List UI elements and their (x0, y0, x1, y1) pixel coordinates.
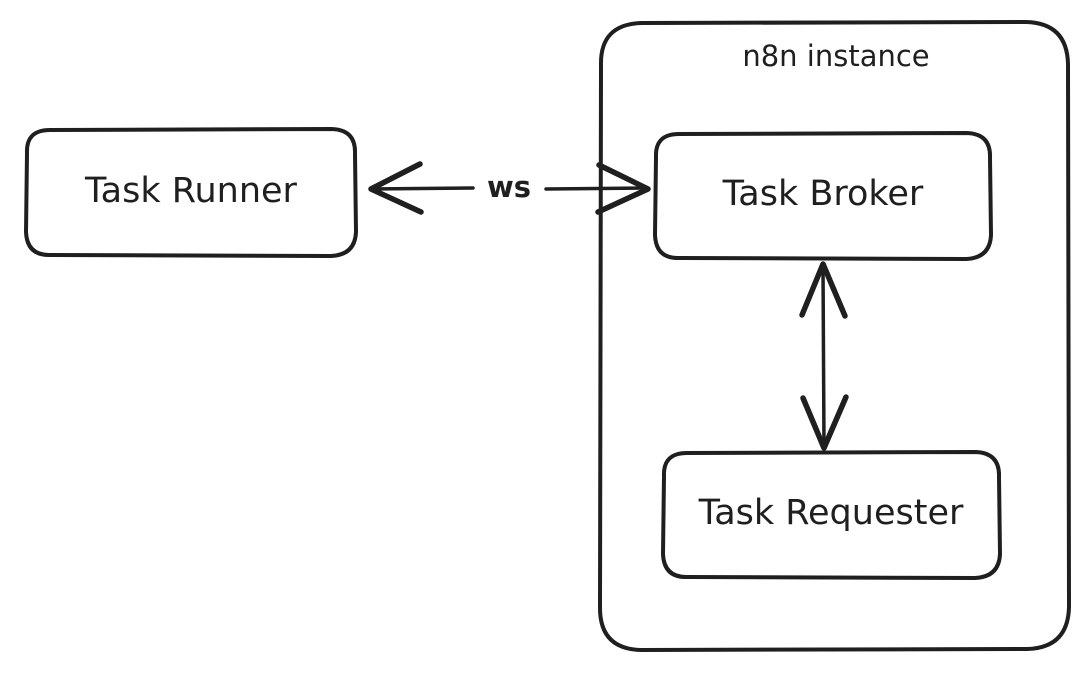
edge-ws-shaft-right (544, 186, 648, 191)
node-task-broker-label: Task Broker (722, 174, 924, 214)
edge-ws-arrowhead-right (595, 162, 651, 215)
container-n8n-instance-label: n8n instance (742, 39, 929, 73)
node-task-runner[interactable]: Task Runner (24, 127, 358, 258)
edge-broker-requester-shaft (821, 264, 826, 448)
edge-broker-requester-arrowhead-down (800, 394, 849, 451)
node-task-broker-outline (653, 131, 993, 261)
node-task-runner-outline (24, 127, 358, 258)
node-task-broker[interactable]: Task Broker (653, 131, 993, 261)
edge-broker-requester-arrowhead-up (799, 261, 848, 319)
node-task-requester[interactable]: Task Requester (661, 450, 1002, 580)
edge-task-runner-task-broker[interactable]: ws (368, 161, 651, 215)
edge-ws-shaft-left (370, 186, 475, 191)
edge-ws-arrowhead-left (368, 161, 424, 215)
edge-ws-label: ws (487, 170, 531, 204)
node-task-runner-label: Task Runner (84, 171, 297, 211)
node-task-requester-label: Task Requester (698, 493, 964, 533)
node-task-requester-outline (661, 450, 1002, 580)
edge-task-broker-task-requester[interactable] (799, 261, 849, 451)
